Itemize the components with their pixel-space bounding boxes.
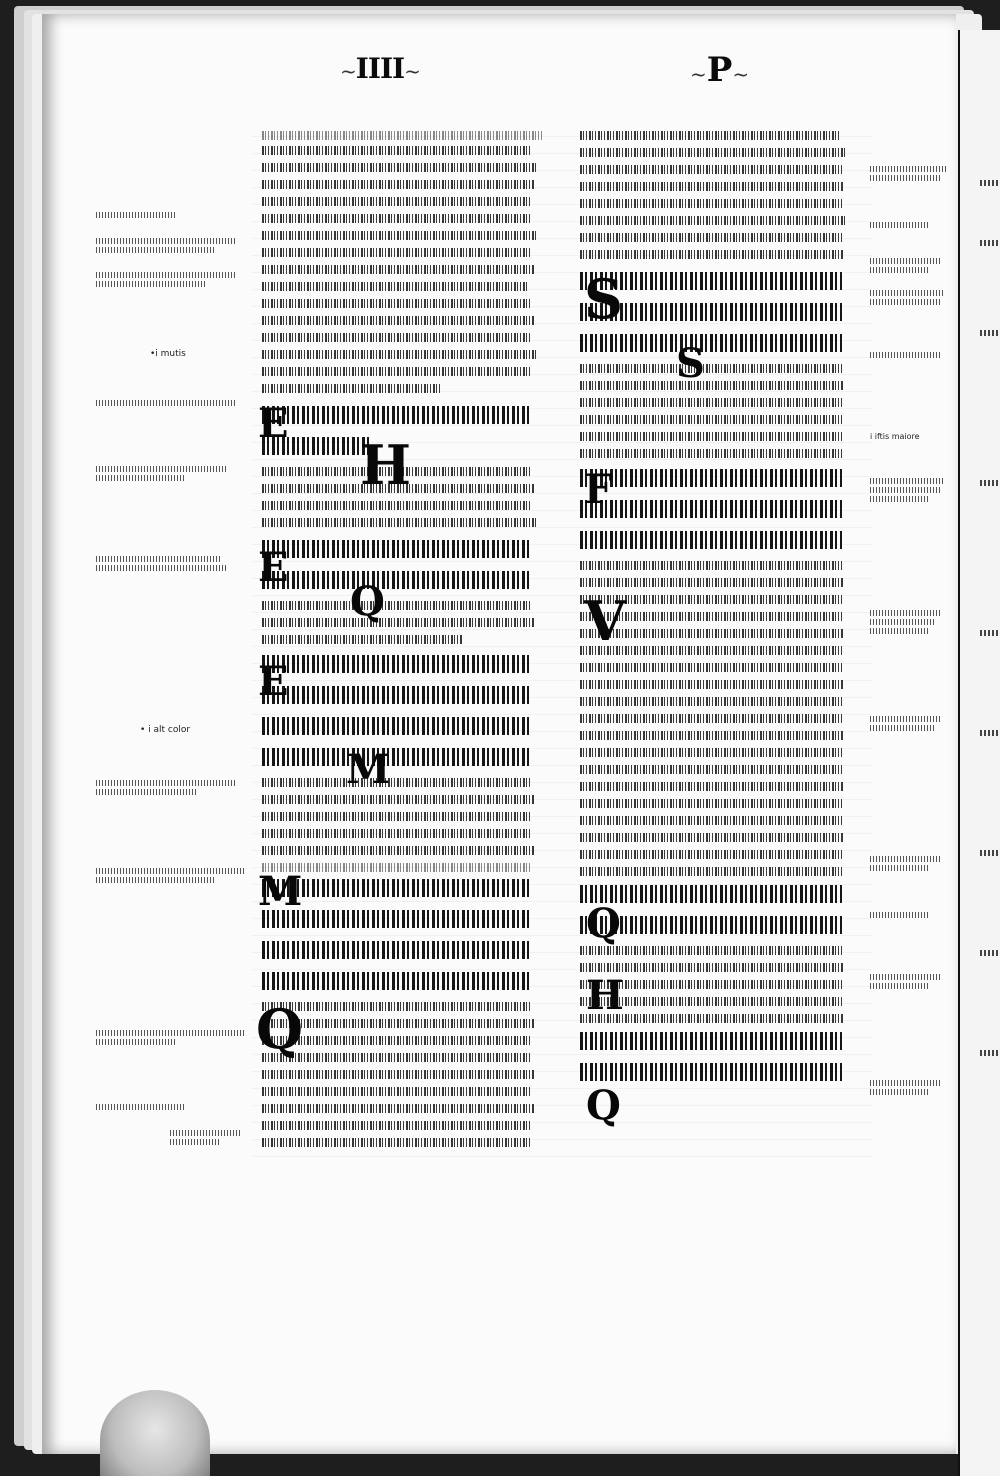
initial-letter: H [360, 433, 412, 497]
reader-thumb [100, 1390, 210, 1476]
initial-letter: H [586, 972, 624, 1019]
initial-letter: E [258, 658, 289, 705]
margin-annotation [870, 856, 956, 874]
margin-annotation [96, 466, 246, 484]
facing-page-edge [958, 30, 1000, 1476]
margin-note: i iftis maiore [870, 432, 920, 441]
margin-annotation [870, 1080, 956, 1098]
initial-letter: E [258, 400, 289, 447]
margin-annotation [870, 258, 956, 276]
initial-letter: Q [256, 997, 304, 1061]
text-column-left [262, 130, 552, 1154]
margin-annotation [96, 212, 246, 221]
margin-annotation [870, 912, 956, 921]
initial-letter: S [676, 340, 705, 387]
margin-annotation [870, 166, 956, 184]
margin-annotation [96, 1030, 246, 1048]
ruled-lines [252, 120, 872, 1170]
initial-letter: E [258, 544, 289, 591]
margin-annotation [170, 1130, 320, 1148]
initial-letter: Q [586, 900, 621, 947]
margin-annotation [96, 400, 246, 409]
margin-annotation [870, 352, 956, 361]
margin-annotation [96, 272, 246, 290]
margin-annotation [870, 610, 956, 637]
running-head-right: ~P~ [690, 50, 750, 90]
margin-annotation [870, 478, 956, 505]
margin-annotation [96, 868, 246, 886]
initial-letter: F [584, 466, 613, 513]
initial-letter: Q [350, 578, 385, 625]
initial-letter: S [584, 267, 623, 331]
margin-annotation [870, 222, 956, 231]
margin-note: •i mutis [150, 349, 186, 359]
initial-letter: Q [586, 1082, 621, 1129]
margin-annotation [870, 290, 956, 308]
running-head-left: ~IIII~ [340, 52, 421, 85]
margin-annotation [96, 556, 246, 574]
margin-annotation [96, 238, 246, 256]
initial-letter: M [346, 746, 391, 793]
initial-letter: V [584, 589, 626, 653]
gloss-line [262, 130, 552, 140]
margin-annotation [96, 1104, 246, 1113]
text-column-right [580, 130, 860, 1092]
margin-annotation [870, 974, 956, 992]
initial-letter: M [258, 868, 303, 915]
margin-annotation [96, 780, 246, 798]
margin-annotation [870, 716, 956, 734]
margin-note: • i alt color [140, 725, 191, 735]
